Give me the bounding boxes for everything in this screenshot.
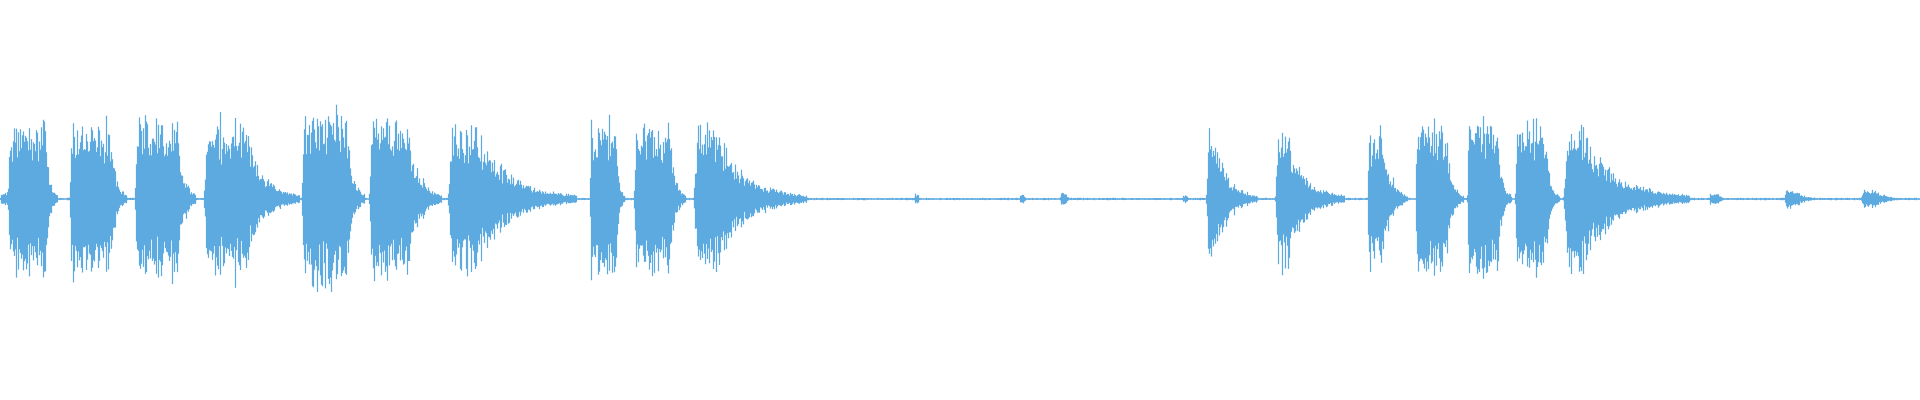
waveform-bars (0, 104, 1920, 292)
